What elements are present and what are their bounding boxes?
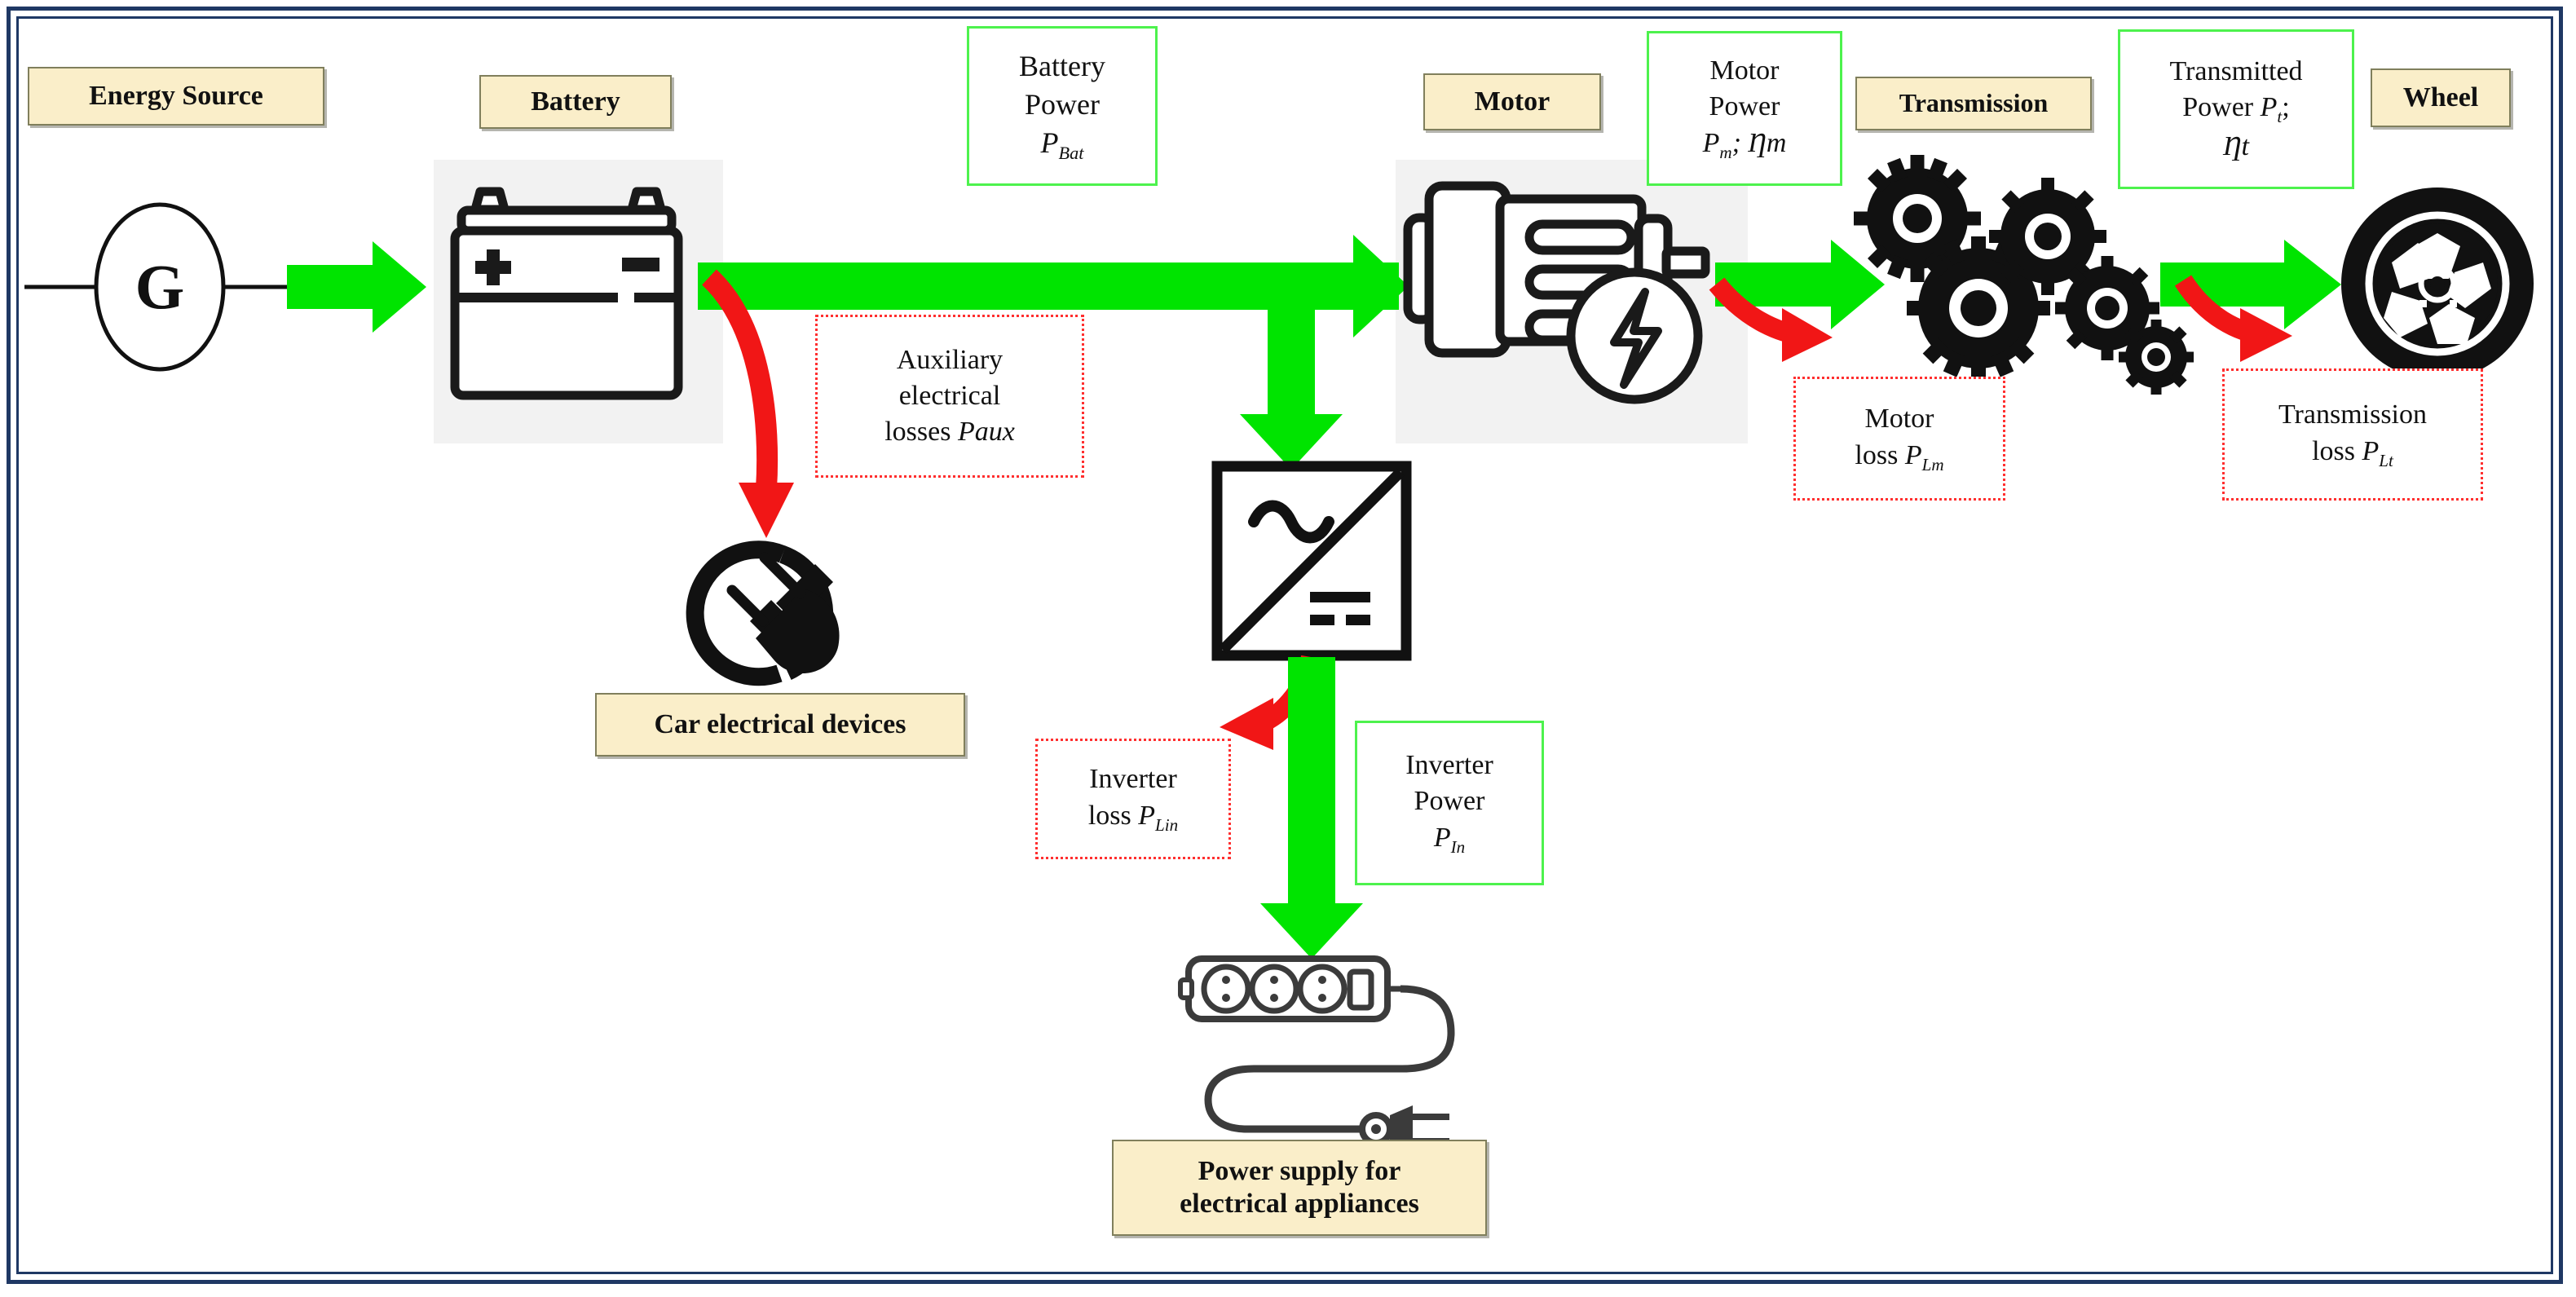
gear-1	[1854, 155, 1981, 282]
motor-loss-line-2: loss PLm	[1855, 439, 1944, 474]
transmitted-power-line-2: Power Pt;	[2182, 92, 2290, 127]
inverter-power-line-1: Inverter	[1405, 750, 1493, 781]
loss-box-transmission[interactable]: Transmission loss PLt	[2222, 368, 2483, 501]
battery-power-line-2: Power	[1025, 87, 1100, 121]
motor-power-line-1: Motor	[1709, 55, 1780, 86]
inverter-ac-dc-icon	[1211, 461, 1412, 661]
motor-power-line-2: Power	[1709, 91, 1780, 122]
power-supply-line-1: Power supply for	[1198, 1155, 1401, 1186]
label-transmission[interactable]: Transmission	[1855, 77, 2092, 130]
loss-arrow-transmission	[2174, 275, 2292, 362]
battery-power-line-1: Battery	[1019, 50, 1105, 83]
lightning-bolt-icon	[1610, 288, 1662, 389]
auxiliary-loss-line-3: losses Paux	[884, 417, 1015, 448]
power-strip-icon	[1178, 955, 1455, 1154]
label-car-electrical-devices[interactable]: Car electrical devices	[595, 693, 965, 757]
label-motor[interactable]: Motor	[1423, 73, 1601, 130]
power-box-battery-power[interactable]: Battery Power PBat	[967, 26, 1158, 186]
battery-power-symbol: PBat	[1040, 126, 1084, 163]
flow-arrow-inverter-to-outlet	[1260, 657, 1363, 959]
loss-box-auxiliary[interactable]: Auxiliary electrical losses Paux	[815, 315, 1084, 478]
label-battery[interactable]: Battery	[479, 75, 672, 129]
auxiliary-loss-line-1: Auxiliary	[896, 344, 1003, 375]
transmission-loss-line-2: loss PLt	[2312, 435, 2393, 470]
inverter-power-symbol: PIn	[1433, 822, 1466, 857]
inverter-power-line-2: Power	[1414, 786, 1485, 817]
loss-arrow-auxiliary	[701, 269, 794, 538]
gear-train-icon	[1854, 155, 2194, 395]
label-power-supply-appliances[interactable]: Power supply for electrical appliances	[1112, 1140, 1487, 1236]
generator-symbol: G	[135, 251, 185, 322]
loss-box-inverter[interactable]: Inverter loss PLin	[1035, 739, 1231, 859]
power-box-transmitted-power[interactable]: Transmitted Power Pt; Ƞt	[2118, 29, 2354, 189]
label-wheel[interactable]: Wheel	[2371, 68, 2511, 127]
power-box-inverter-power[interactable]: Inverter Power PIn	[1355, 721, 1544, 885]
loss-box-motor[interactable]: Motor loss PLm	[1793, 377, 2005, 501]
inverter-loss-line-2: loss PLin	[1087, 800, 1179, 835]
transmission-loss-line-1: Transmission	[2278, 399, 2428, 430]
gear-5	[2119, 320, 2194, 395]
flow-arrow-battery-to-inverter	[1240, 262, 1343, 470]
power-supply-line-2: electrical appliances	[1180, 1189, 1419, 1219]
transmitted-power-efficiency: Ƞt	[2223, 130, 2249, 161]
transmitted-power-line-1: Transmitted	[2169, 56, 2303, 87]
battery-plus-terminal-icon	[475, 249, 511, 285]
auxiliary-loss-line-2: electrical	[898, 380, 1001, 411]
power-box-motor-power[interactable]: Motor Power Pm; Ƞm	[1647, 31, 1842, 186]
battery-minus-terminal-icon	[622, 258, 659, 271]
inverter-loss-line-1: Inverter	[1089, 764, 1177, 795]
car-battery-icon	[450, 187, 683, 400]
loss-arrow-motor	[1709, 277, 1833, 362]
unplugged-plug-icon	[686, 540, 840, 686]
motor-power-symbol: Pm; Ƞm	[1702, 127, 1787, 162]
motor-loss-line-1: Motor	[1864, 404, 1934, 435]
tire-wheel-icon	[2341, 187, 2534, 380]
label-energy-source[interactable]: Energy Source	[28, 67, 324, 126]
flow-arrow-source-to-battery	[287, 241, 426, 333]
